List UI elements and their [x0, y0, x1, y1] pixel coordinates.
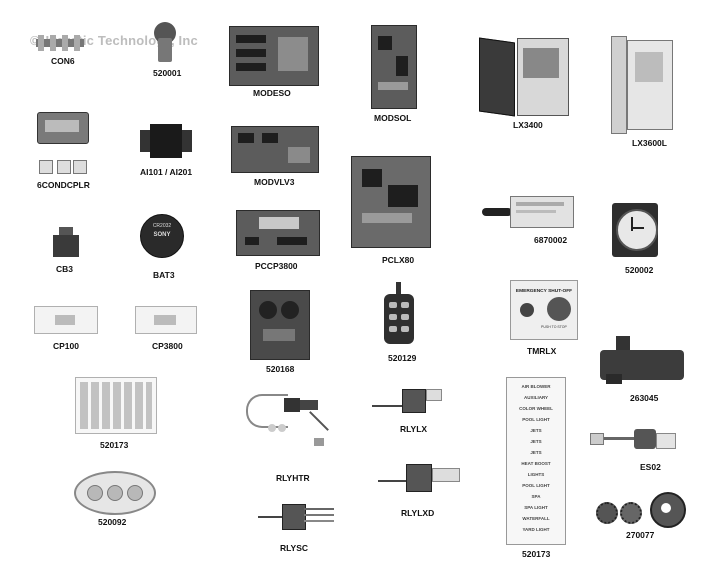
label-lx3600l: LX3600L — [632, 138, 667, 148]
strip-label: JETS — [530, 450, 542, 455]
label-520129: 520129 — [388, 353, 417, 363]
label-pccp3800: PCCP3800 — [255, 261, 298, 271]
tmrlx-title: EMERGENCY SHUT-OFF — [515, 289, 573, 294]
gears-270077-image — [596, 492, 692, 528]
label-270077: 270077 — [626, 530, 655, 540]
ai101-ai201-image — [140, 124, 192, 158]
label-6condcplr: 6CONDCPLR — [37, 180, 90, 190]
label-ai101-ai201: AI101 / AI201 — [140, 167, 193, 177]
remote-520129-image — [384, 282, 414, 344]
label-rlysc: RLYSC — [280, 543, 309, 553]
strip-label: YARD LIGHT — [522, 527, 550, 532]
label-520002: 520002 — [625, 265, 654, 275]
overlay-sheet-520173-image — [75, 377, 157, 434]
cp3800-panel-image — [135, 306, 197, 334]
label-modeso: MODESO — [253, 88, 291, 98]
label-modsol: MODSOL — [374, 113, 412, 123]
tmrlx-push: PUSH TO STOP — [541, 325, 567, 329]
strip-label: HEAT BOOST — [521, 461, 551, 466]
6condcplr-image — [37, 112, 89, 178]
label-cp3800: CP3800 — [152, 341, 183, 351]
strip-label: JETS — [530, 428, 542, 433]
actuator-263045-image — [600, 336, 684, 386]
relay-rlylx-image — [372, 383, 444, 419]
relay-rlysc-image — [258, 498, 342, 538]
timer-520002-image — [612, 203, 658, 257]
strip-label: JETS — [530, 439, 542, 444]
modvlv3-board-image — [231, 126, 319, 173]
battery-brand: SONY — [153, 232, 171, 238]
strip-label: SPA LIGHT — [524, 505, 548, 510]
label-es02: ES02 — [640, 462, 661, 472]
cp100-panel-image — [34, 306, 98, 334]
label-520168: 520168 — [266, 364, 295, 374]
bat3-battery-image: CR2032 SONY — [140, 214, 184, 258]
label-520173-strip: 520173 — [522, 549, 551, 559]
es02-image — [590, 427, 676, 457]
lx3400-enclosure-image — [479, 37, 569, 117]
con6-image — [36, 35, 84, 51]
relay-rlylxd-image — [378, 460, 464, 500]
strip-label: SPA — [531, 494, 541, 499]
label-520092: 520092 — [98, 517, 127, 527]
label-6870002: 6870002 — [534, 235, 568, 245]
label-rlylx: RLYLX — [400, 424, 428, 434]
label-263045: 263045 — [630, 393, 659, 403]
modeso-board-image — [229, 26, 319, 86]
strip-label: AIR BLOWER — [521, 384, 551, 389]
cb3-image — [53, 227, 79, 257]
6870002-image — [482, 192, 574, 232]
pccp3800-board-image — [236, 210, 320, 256]
pclx80-board-image — [351, 156, 431, 248]
strip-label: POOL LIGHT — [522, 417, 550, 422]
label-modvlv3: MODVLV3 — [254, 177, 295, 187]
strip-label: COLOR WHEEL — [519, 406, 553, 411]
label-pclx80: PCLX80 — [382, 255, 415, 265]
strip-label: AUXILIARY — [523, 395, 549, 400]
lx3600l-enclosure-image — [611, 36, 673, 134]
sensor-520001-image — [148, 22, 184, 62]
label-strip-520173-image: AIR BLOWER AUXILIARY COLOR WHEEL POOL LI… — [506, 377, 566, 545]
strip-label: WATERFALL — [522, 516, 550, 521]
label-con6: CON6 — [51, 56, 75, 66]
label-tmrlx: TMRLX — [527, 346, 557, 356]
spa-side-remote-520092-image — [74, 471, 156, 515]
label-bat3: BAT3 — [153, 270, 175, 280]
modsol-board-image — [371, 25, 417, 109]
label-cp100: CP100 — [53, 341, 79, 351]
label-520001: 520001 — [153, 68, 182, 78]
label-lx3400: LX3400 — [513, 120, 543, 130]
label-rlyhtr: RLYHTR — [276, 473, 310, 483]
label-520173-sheet: 520173 — [100, 440, 129, 450]
label-rlylxd: RLYLXD — [401, 508, 435, 518]
relay-rlyhtr-image — [244, 390, 340, 458]
battery-text: CR2032 — [152, 223, 172, 229]
520168-board-image — [250, 290, 310, 360]
strip-label: POOL LIGHT — [522, 483, 550, 488]
tmrlx-panel-image: EMERGENCY SHUT-OFF PUSH TO STOP — [510, 280, 578, 340]
label-cb3: CB3 — [56, 264, 74, 274]
strip-label: LIGHTS — [527, 472, 545, 477]
